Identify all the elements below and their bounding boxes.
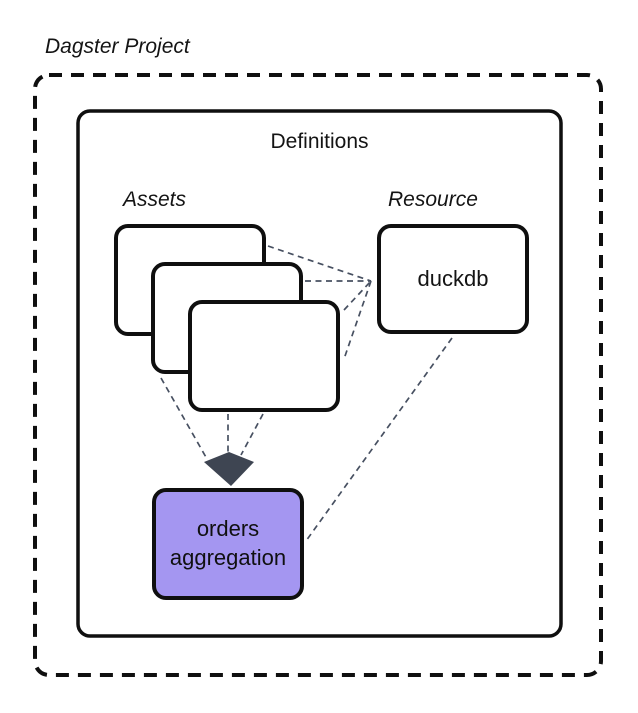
merge-arrowhead-icon	[204, 452, 254, 486]
resource-group-label: Resource	[388, 188, 478, 211]
connector-asset3-arrowhead-right	[240, 413, 264, 456]
asset-card-front	[188, 300, 340, 412]
asset-node-label: orders aggregation	[169, 516, 287, 570]
asset-node-orders-aggregation: orders aggregation	[152, 488, 304, 600]
definitions-label: Definitions	[270, 130, 369, 153]
connector-asset3-duckdb	[343, 280, 372, 311]
project-title: Dagster Project	[45, 35, 190, 58]
assets-group-label: Assets	[123, 188, 187, 211]
resource-node-label: duckdb	[417, 266, 489, 291]
connector-duckdb-asset3-edge	[343, 280, 372, 360]
resource-node-duckdb: duckdb	[377, 224, 529, 334]
